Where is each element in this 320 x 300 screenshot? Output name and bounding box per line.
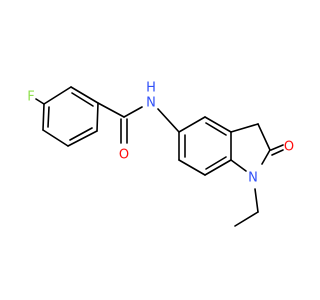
bond [70,86,99,104]
bond [123,106,143,118]
bond [204,116,232,133]
bond [204,159,232,176]
bonds [35,86,284,227]
bond [71,92,94,107]
bond [230,123,259,133]
bond [205,122,227,136]
bond [43,86,72,105]
amide-hydrogen-label: H [146,81,156,96]
bond [234,211,259,227]
bond [230,159,247,172]
bond [69,127,93,141]
bond [261,149,271,165]
bond [178,159,206,176]
bond [254,188,259,213]
bond [157,108,180,133]
bond [271,149,284,156]
bond [270,144,284,151]
molecule-structure: F O N H N O [27,81,294,227]
bond [97,102,125,118]
ring-nitrogen-label: N [248,171,258,186]
bond [96,102,99,132]
bond [47,106,50,128]
atom-labels: F O N H N O [27,81,294,186]
bond [35,98,45,105]
lactam-oxygen-label: O [284,140,294,155]
bond [257,123,271,151]
bond [205,156,227,170]
bond [42,103,45,131]
amide-nitrogen-label: N [146,96,156,111]
carbonyl-oxygen-label: O [119,148,129,163]
bond [67,130,98,147]
bond [42,129,69,147]
bond [178,116,206,133]
fluorine-atom-label: F [27,90,34,105]
